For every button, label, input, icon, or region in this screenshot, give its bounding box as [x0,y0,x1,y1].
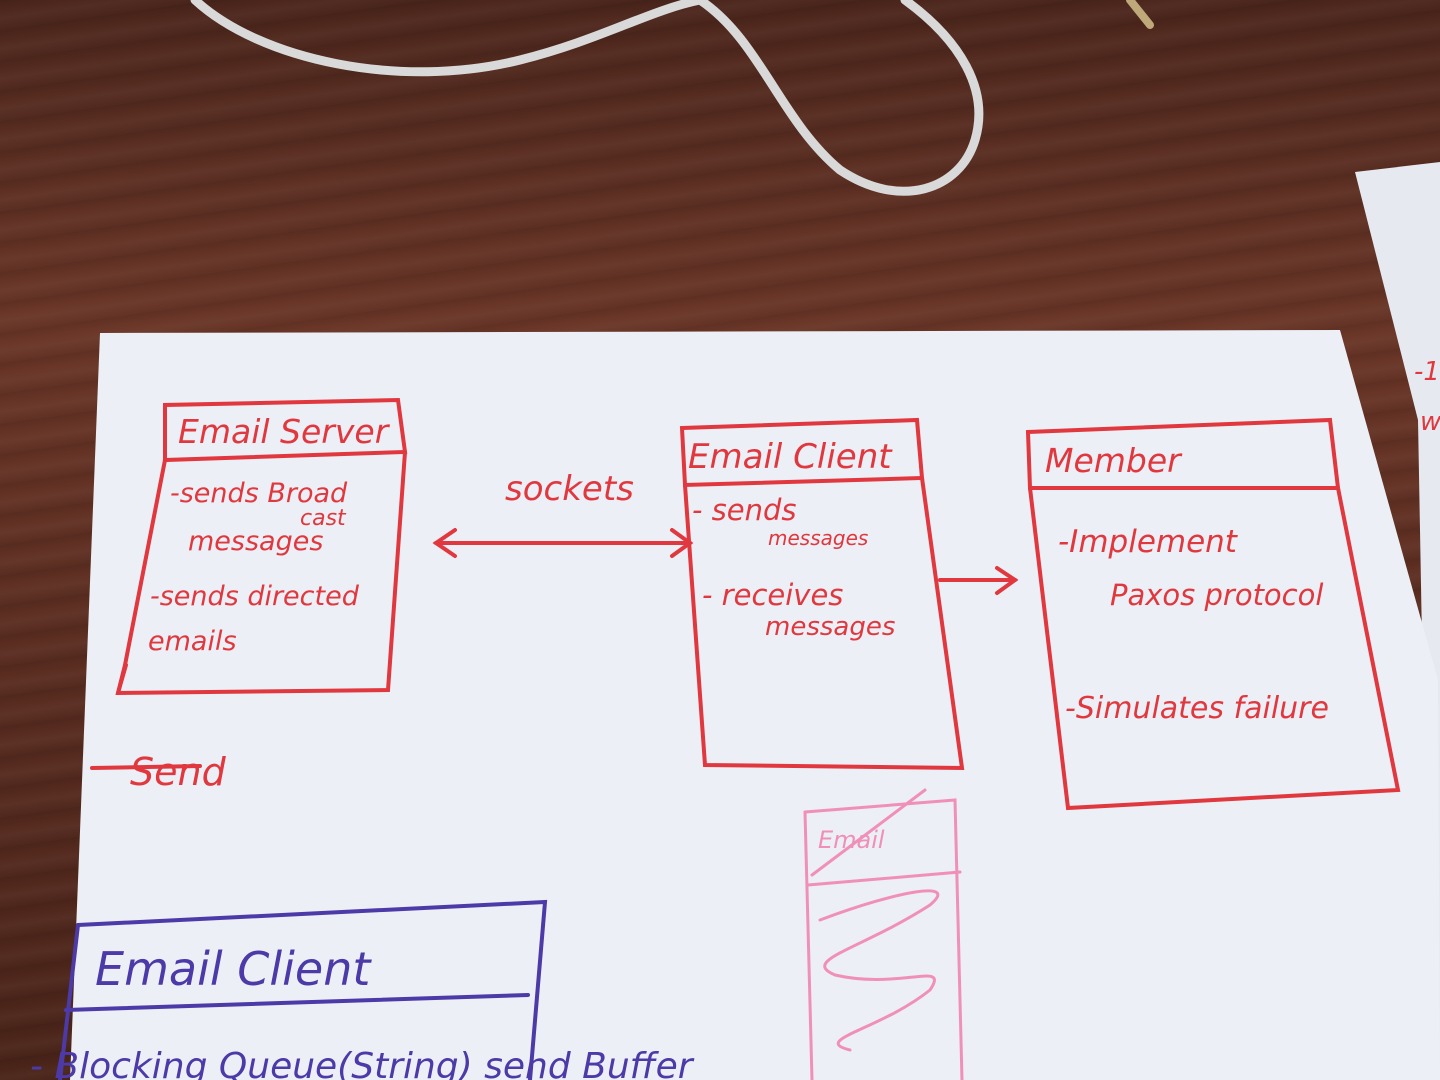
member-item-1-line-2: Paxos protocol [1110,578,1323,612]
email-server-title: Email Server [178,412,391,451]
client-class-field: - Blocking Queue(String) send Buffer [30,1046,695,1080]
email-server-item-1-line-2: cast [300,506,347,531]
strike-line [90,764,202,770]
email-server-item-2-line-1: -sends directed [150,581,360,612]
member-class [1025,417,1401,811]
email-server-class [115,397,408,696]
second-sheet-scribble: -1 [1414,357,1440,387]
member-item-1-line-1: -Implement [1058,524,1239,560]
email-client-item-1-line-1: - sends [692,493,797,527]
email-server-item-2-line-2: emails [148,626,237,657]
email-client-item-2-line-1: - receives [702,578,843,612]
email-server-item-1-line-3: messages [188,526,323,557]
member-title: Member [1045,441,1183,480]
email-client-item-1-line-2: messages [768,526,868,550]
struck-note: Send [130,750,227,794]
member-item-2-line-1: -Simulates failure [1065,691,1329,726]
email-server-item-1-line-1: -sends Broad [170,478,348,509]
client-class-box [58,899,548,1080]
connector-label: sockets [505,469,634,509]
client-class-title: Email Client [95,942,372,996]
email-client-title: Email Client [688,437,893,477]
member-arrow [938,566,1019,595]
cable [190,0,984,196]
second-sheet [1355,162,1440,1080]
svg-text:w: w [1420,407,1440,437]
pink-sketch-title: Email [818,826,885,854]
email-client-class [679,417,965,771]
pink-sketch [803,788,964,1080]
paper-sheet [70,330,1440,1080]
email-client-item-2-line-2: messages [765,612,895,642]
